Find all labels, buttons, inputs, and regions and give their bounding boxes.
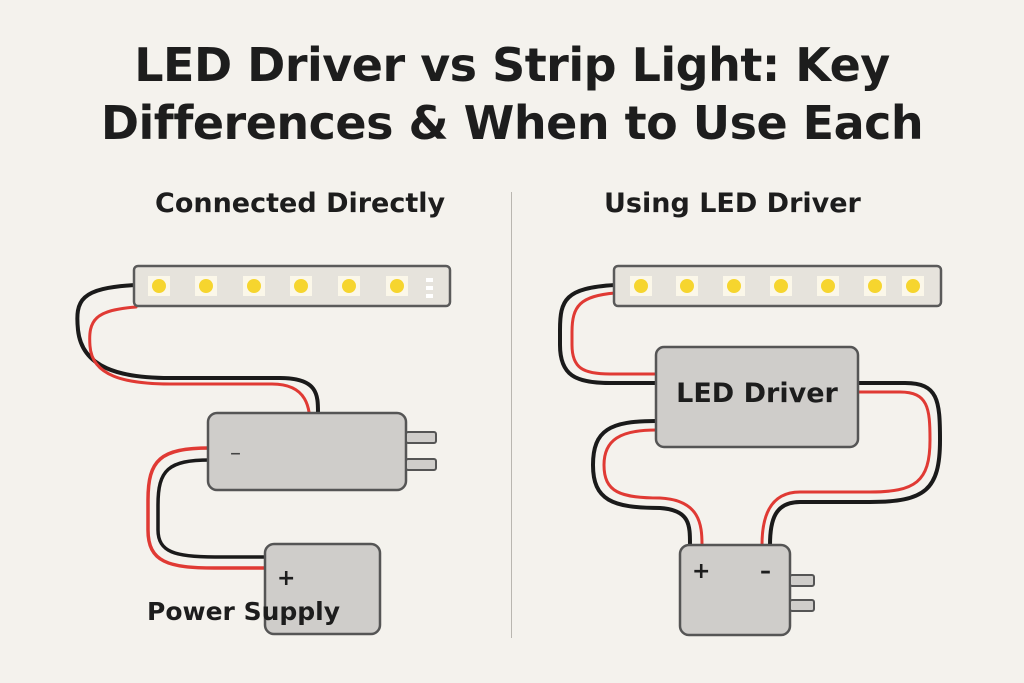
adapter-plus-symbol: + — [692, 559, 710, 584]
adapter-minus-symbol: – — [230, 441, 241, 466]
left-strip-leds — [148, 276, 433, 298]
right-wire-driver-to-adapter-right — [760, 381, 943, 547]
title-line-2: Differences & When to Use Each — [100, 96, 924, 150]
left-power-supply: + — [263, 542, 382, 636]
led-driver-label: LED Driver — [676, 378, 838, 409]
left-wire-adapter-to-supply — [146, 446, 270, 570]
left-adapter: – — [206, 411, 437, 492]
right-strip-leds — [630, 276, 924, 296]
led-driver-box — [654, 345, 860, 449]
power-supply-label: Power Supply — [147, 597, 341, 626]
power-supply-plus-symbol: + — [277, 566, 295, 591]
panel-divider — [511, 192, 512, 638]
right-wire-driver-to-adapter-left — [590, 419, 704, 547]
left-panel-heading: Connected Directly — [155, 188, 446, 219]
left-led-strip — [132, 264, 452, 308]
adapter-minus-symbol: – — [760, 559, 771, 584]
right-wire-strip-to-driver — [558, 283, 658, 385]
right-adapter: + – — [678, 543, 815, 637]
right-panel-heading: Using LED Driver — [604, 188, 861, 219]
left-wire-strip-to-adapter — [75, 283, 320, 429]
page-title: LED Driver vs Strip Light: Key Differenc… — [0, 36, 1024, 152]
right-led-strip — [612, 264, 943, 308]
title-line-1: LED Driver vs Strip Light: Key — [134, 38, 890, 92]
